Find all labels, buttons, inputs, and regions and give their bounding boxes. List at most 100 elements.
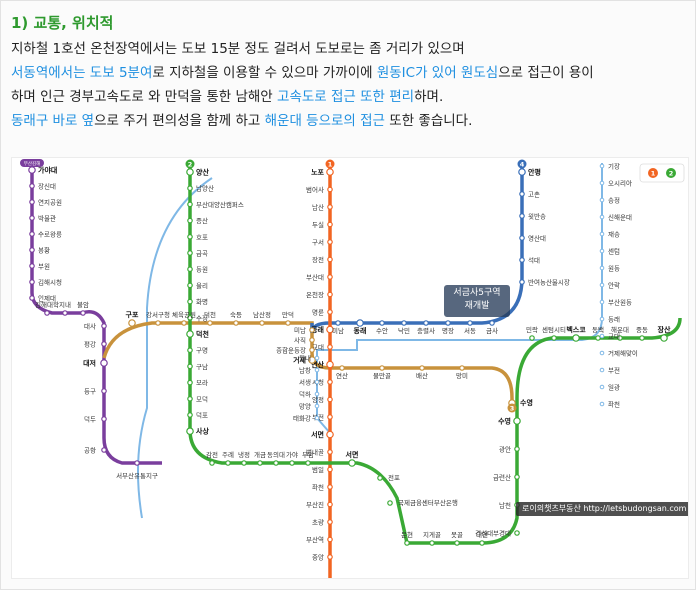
station: 국제금융센터부산은행 — [387, 498, 458, 507]
station-marker — [401, 320, 407, 326]
station-label: 초량 — [312, 519, 324, 527]
watermark: 로이의챗츠부동산 http://letsbudongsan.com — [516, 502, 688, 516]
station: 남창 — [299, 366, 320, 375]
station: 교대 — [599, 333, 620, 341]
station: 부암 — [302, 451, 314, 466]
station: 월내 — [299, 354, 320, 363]
station-marker — [309, 327, 315, 333]
station-label: 장산 — [658, 325, 671, 334]
station-marker — [514, 530, 520, 536]
station-label: 연지공원 — [38, 198, 62, 207]
station-marker — [187, 185, 193, 192]
station-marker — [379, 320, 385, 326]
station-label: 대연 — [476, 531, 488, 539]
station-marker — [519, 257, 525, 263]
station-marker — [327, 186, 333, 193]
station: 명장 — [442, 320, 454, 335]
station: 수정 — [187, 313, 208, 322]
station: 서부산유통지구 — [116, 460, 158, 480]
description-line: 서동역에서는 도보 5분여로 지하철을 이용할 수 있으마 가까이에 원동IC가… — [11, 61, 687, 85]
station: 민락 — [526, 325, 538, 341]
legend-number: 1 — [651, 170, 656, 178]
highlighted-text: 해운대 등으로의 접근 — [264, 113, 385, 129]
station-label: 수로왕릉 — [38, 230, 62, 239]
station-marker — [599, 214, 605, 220]
station: 신해운대 — [599, 213, 632, 222]
station-marker — [187, 379, 193, 386]
station-label: 원동 — [608, 264, 620, 273]
station-marker — [467, 320, 473, 326]
station-marker — [314, 355, 320, 361]
station: 중동 — [636, 326, 648, 341]
station-label: 구포 — [126, 311, 139, 319]
station: 동원 — [187, 265, 208, 274]
station: 대사 — [84, 322, 107, 331]
line3-path — [102, 321, 514, 408]
station: 김해대학 — [35, 300, 59, 316]
station: 고촌 — [519, 190, 540, 199]
station-marker — [599, 367, 605, 373]
station-label: 덕천 — [196, 330, 209, 339]
station: 주례 — [222, 450, 234, 466]
station-label: 남산정 — [253, 310, 271, 319]
donghae-line-lower-path — [137, 177, 213, 519]
line-badge-number: 1 — [328, 161, 333, 169]
station-marker — [660, 334, 668, 342]
station-label: 양산 — [196, 168, 209, 177]
station: 두실 — [312, 220, 333, 229]
station: 인제대 — [29, 294, 56, 303]
station-label: 지게골 — [423, 530, 441, 539]
station: 등구 — [84, 388, 107, 396]
station-marker — [257, 460, 263, 466]
station-label: 윗반송 — [528, 212, 546, 221]
station-marker — [327, 309, 333, 315]
station-label: 좌천 — [608, 400, 620, 409]
station-label: 모덕 — [196, 394, 208, 403]
station: 남산정 — [253, 310, 271, 326]
line-badge: 3 — [507, 403, 517, 413]
station-label: 센텀시티 — [542, 325, 566, 334]
station-marker — [335, 320, 341, 326]
station-label: 안락 — [608, 281, 620, 290]
station: 부산진 — [306, 500, 333, 509]
station-marker — [327, 466, 333, 473]
station: 센텀시티 — [542, 325, 566, 341]
station-label: 동래 — [311, 325, 324, 334]
station: 봉황 — [29, 246, 50, 255]
station-label: 망미 — [456, 371, 468, 380]
highlighted-text: 서동역에서는 도보 5분여 — [11, 65, 153, 81]
station-label: 구남 — [196, 362, 208, 371]
station: 공항 — [84, 446, 107, 455]
station-label: 범어사 — [306, 185, 324, 194]
station-marker — [225, 460, 231, 466]
station: 불암 — [77, 300, 89, 316]
station-marker — [187, 347, 193, 354]
station-marker — [80, 310, 86, 316]
station-label: 구서 — [312, 238, 324, 247]
station-label: 월내 — [299, 354, 311, 363]
station-marker — [599, 299, 605, 305]
station-label: 수안 — [376, 326, 388, 335]
station: 동래 — [311, 325, 334, 334]
station: 기장 — [599, 162, 620, 171]
station-marker — [187, 363, 193, 370]
station-label: 연산 — [336, 371, 348, 380]
station-label: 두실 — [312, 220, 324, 229]
station-label: 경성대부경대 — [475, 529, 511, 538]
station-marker — [187, 298, 193, 305]
station-marker — [44, 310, 50, 316]
station-label: 미남 — [332, 326, 344, 335]
station-label: 문현 — [401, 531, 413, 539]
station: 덕포 — [187, 411, 208, 420]
station-label: 민락 — [526, 325, 538, 334]
callout-line-1: 서금사5구역 — [453, 288, 501, 298]
station-marker — [187, 266, 193, 273]
station-marker — [241, 460, 247, 466]
line-badge: 1 — [325, 159, 335, 169]
station-marker — [519, 235, 525, 241]
station-label: 가야 — [286, 450, 298, 459]
station-label: 벡스코 — [566, 325, 586, 334]
station-label: 덕포 — [196, 411, 208, 420]
station-marker — [379, 365, 385, 371]
